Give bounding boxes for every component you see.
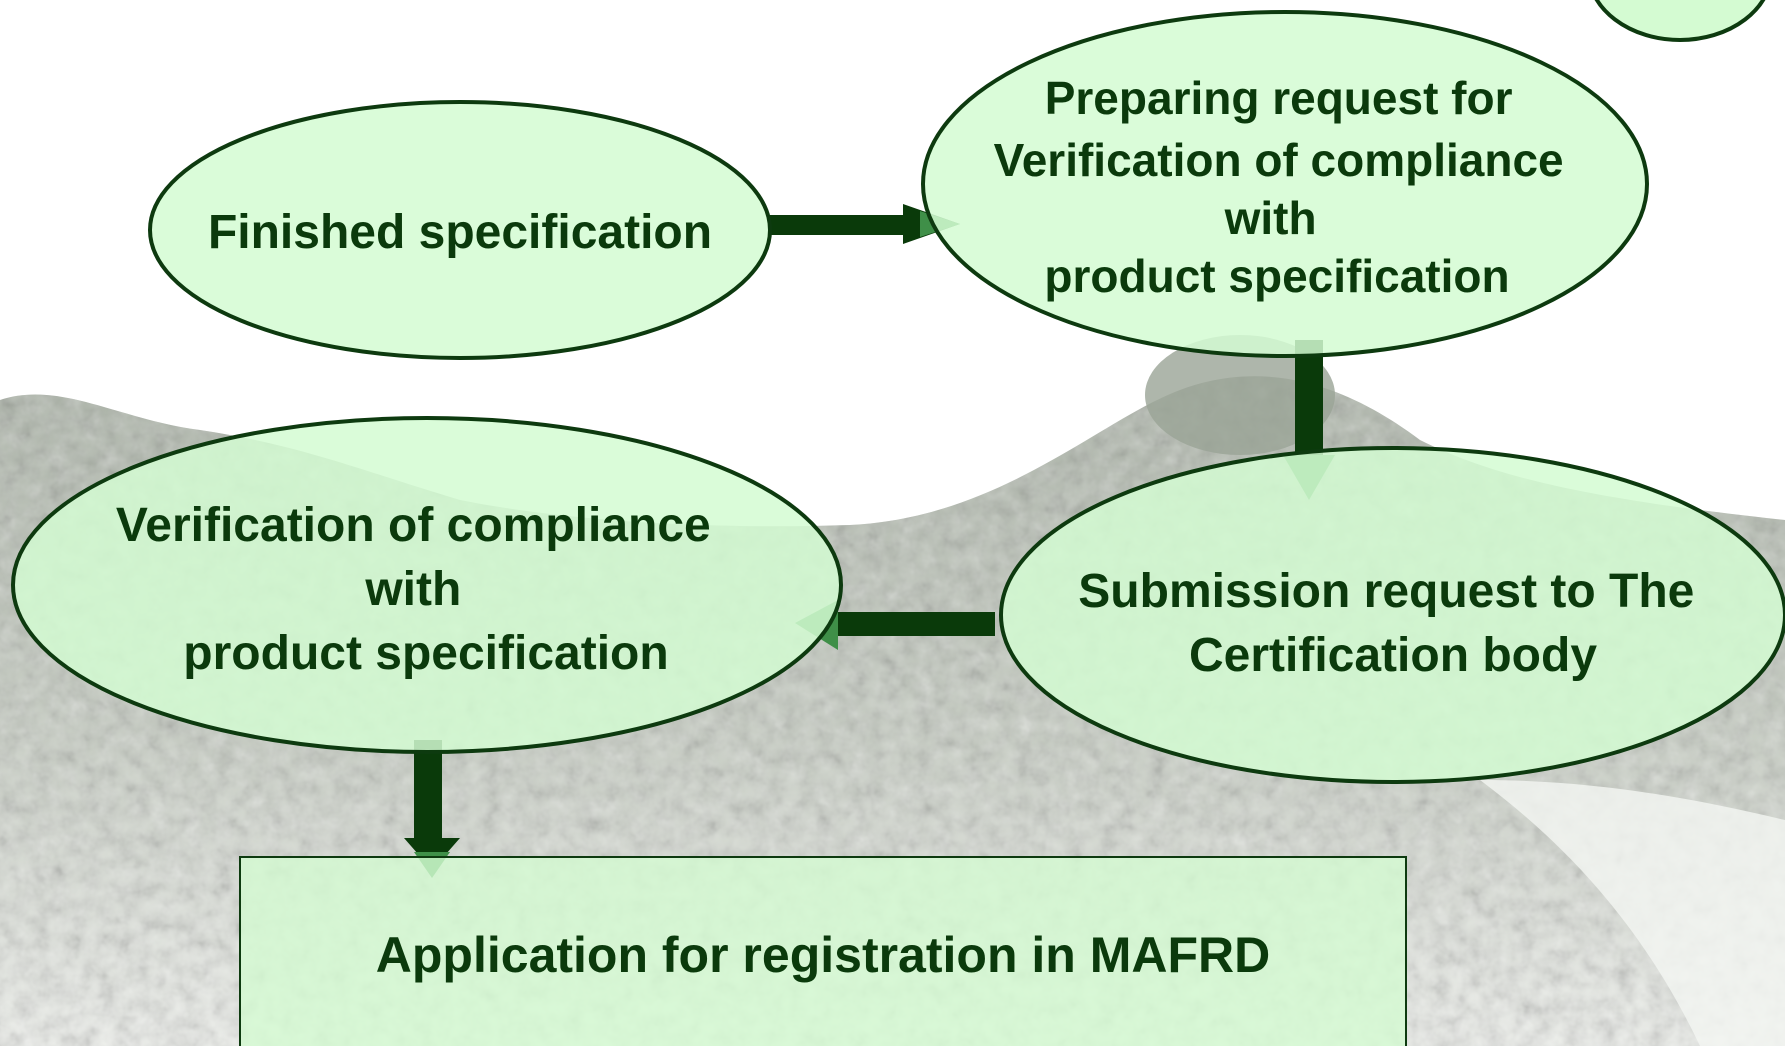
partial-node-top-right [1594,0,1766,42]
node-preparing-request-label: Preparing request for Verification of co… [994,72,1577,302]
landscape-path [1480,780,1785,1046]
node-preparing-request: Preparing request for Verification of co… [921,10,1649,358]
node-finished-specification-label: Finished specification [208,206,712,259]
node-finished-specification: Finished specification [148,100,772,360]
node-finished-specification-line: Finished specification [208,206,712,259]
node-preparing-request-line-1: Preparing request for [1045,72,1513,124]
node-submission-request: Submission request to The Certification … [999,446,1785,784]
node-application-label: Application for registration in MAFRD [376,927,1270,983]
node-verification-label: Verification of compliance with product … [116,499,724,680]
node-verification-line-3: product specification [183,627,668,680]
landscape-tree [1145,335,1335,455]
node-preparing-request-line-3: with [1224,192,1317,244]
node-submission-request-line-2: Certification body [1189,629,1597,682]
node-preparing-request-line-4: product specification [1044,250,1509,302]
node-application-line: Application for registration in MAFRD [376,927,1270,983]
node-verification: Verification of compliance with product … [11,416,843,754]
node-application: Application for registration in MAFRD [239,856,1407,1046]
node-submission-request-line-1: Submission request to The [1078,565,1694,618]
node-preparing-request-line-2: Verification of compliance [994,134,1564,186]
node-verification-line-2: with [364,563,461,616]
node-verification-line-1: Verification of compliance [116,499,711,552]
node-submission-request-label: Submission request to The Certification … [1078,565,1707,682]
